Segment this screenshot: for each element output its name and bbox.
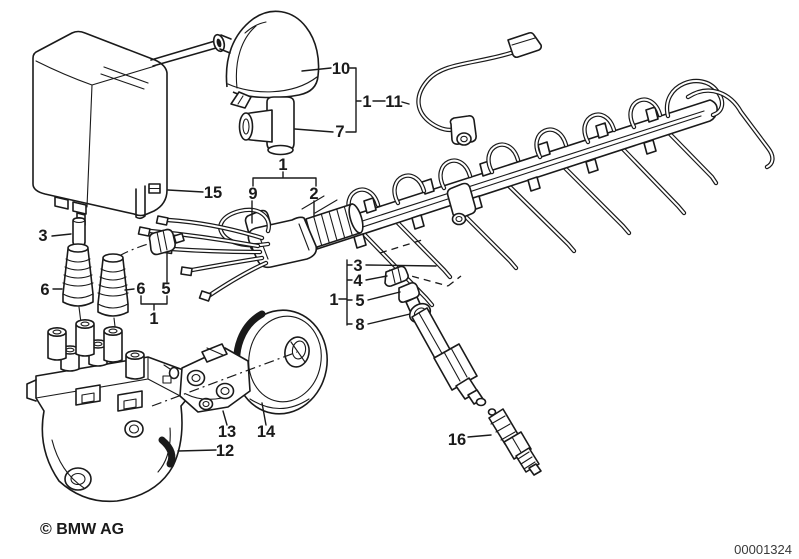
part-label-6-b: 6 (136, 280, 145, 298)
copyright-notice: © BMW AG (40, 521, 124, 538)
distributor-dust-cover (219, 10, 320, 109)
wire-fan-left (137, 207, 271, 302)
ignition-coil-cover (32, 30, 168, 226)
part-label-4: 4 (353, 272, 363, 290)
coil-to-cap-rod (150, 33, 226, 67)
part-label-11: 11 (385, 93, 402, 111)
spark-plug-wires (359, 129, 719, 308)
part-label-5-left: 5 (161, 280, 170, 298)
wire-connector-left (118, 228, 185, 257)
part-number-labels: 10 1 11 7 15 1 9 2 3 6 6 5 1 3 4 1 5 8 1… (38, 60, 466, 460)
part-label-13: 13 (218, 423, 236, 441)
plug-lead-small-parts (379, 239, 462, 312)
part-label-3-left: 3 (38, 227, 47, 245)
interference-suppression-cable (416, 31, 543, 146)
terminal-and-boots (62, 216, 129, 336)
part-label-14: 14 (257, 423, 276, 441)
part-label-8: 8 (355, 316, 364, 334)
spark-plug-connector-tube (408, 302, 487, 407)
distributor-cap (26, 318, 187, 503)
part-label-9: 9 (248, 185, 257, 203)
part-label-16: 16 (448, 431, 466, 449)
assembly-axis-line (151, 351, 298, 407)
part-label-10: 10 (332, 60, 350, 78)
document-number: 00001324 (734, 542, 792, 557)
dust-shield-disc (233, 309, 328, 415)
loom-wire-loops (301, 78, 775, 220)
part-label-1-loom: 1 (278, 156, 287, 174)
part-label-1-plug: 1 (329, 291, 338, 309)
leader-lines-and-brackets (51, 67, 492, 452)
part-label-12: 12 (216, 442, 234, 460)
part-label-7: 7 (335, 123, 344, 141)
part-label-6-a: 6 (40, 281, 49, 299)
part-label-3-right: 3 (353, 257, 362, 275)
spark-plug (487, 408, 542, 476)
wiring-loom-rail (305, 99, 718, 251)
part-label-15: 15 (204, 184, 222, 202)
elbow-boot (238, 96, 295, 156)
rotor-bracket (163, 343, 251, 413)
part-label-5-right: 5 (355, 292, 364, 310)
part-label-2: 2 (309, 185, 318, 203)
part-label-1-cap: 1 (362, 93, 371, 111)
part-label-1-boots: 1 (149, 310, 158, 328)
